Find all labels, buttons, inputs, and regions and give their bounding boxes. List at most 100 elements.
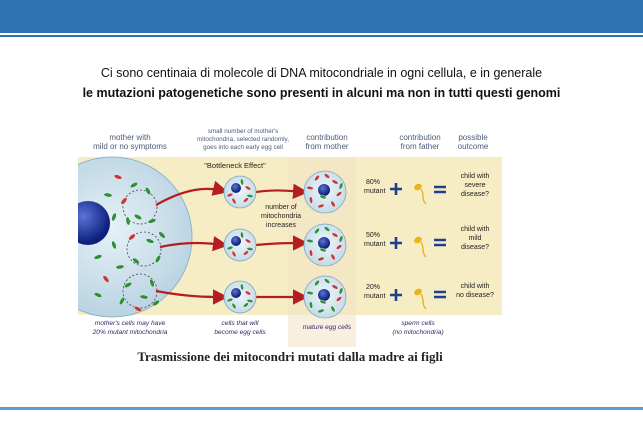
mature-egg-cell-middle (303, 223, 347, 267)
mutant-mitochondrion (335, 296, 343, 302)
mutant-mitochondrion (331, 179, 339, 185)
normal-mitochondrion (246, 194, 254, 198)
normal-mitochondrion (323, 226, 331, 232)
father-row-top (390, 183, 446, 205)
normal-mitochondrion (155, 255, 161, 263)
plus-icon (390, 237, 402, 249)
header-selection-3: goes into each early egg cell (203, 144, 283, 151)
normal-mitochondrion (314, 279, 320, 287)
normal-mitochondrion (132, 257, 140, 265)
normal-mitochondrion (145, 187, 151, 195)
normal-mitochondrion (103, 192, 113, 198)
mutant-mitochondrion (243, 197, 249, 203)
row3-mutant: mutant (364, 293, 385, 300)
normal-mitochondrion (119, 297, 125, 305)
mutant-mitochondrion (309, 196, 313, 204)
normal-mitochondrion (243, 302, 249, 308)
mutant-mitochondrion (317, 256, 325, 262)
row2-percent: 50% (366, 232, 380, 239)
header-rule (0, 35, 643, 37)
normal-mitochondrion (246, 247, 254, 251)
normal-mitochondrion (319, 194, 327, 200)
footer-mother-1: mother's cells may have (95, 320, 166, 327)
normal-mitochondrion (130, 182, 138, 188)
mutant-mitochondrion (244, 238, 252, 244)
row3-percent: 20% (366, 284, 380, 291)
figure-caption: Trasmissione dei mitocondri mutati dalla… (137, 349, 443, 364)
normal-mitochondrion (338, 235, 344, 243)
normal-mitochondrion (246, 299, 254, 303)
mature-egg-cell-bottom (303, 275, 347, 319)
sperm-icon (414, 288, 427, 310)
selection-circle-top (122, 189, 158, 225)
equals-icon (434, 185, 446, 194)
row1-outcome-1: child with (461, 173, 490, 180)
mutant-mitochondrion (309, 249, 313, 257)
father-row-bottom (390, 288, 446, 310)
header-mother-1: mother with (109, 133, 150, 142)
arrow-early-to-egg-middle (255, 235, 309, 251)
mutant-mitochondrion (102, 275, 110, 283)
mitochondria-inheritance-figure: mother with mild or no symptoms small nu… (78, 125, 502, 347)
mutant-mitochondrion (128, 233, 136, 241)
row2-outcome-1: child with (461, 226, 490, 233)
normal-mitochondrion (309, 301, 313, 309)
normal-mitochondrion (152, 299, 160, 307)
normal-mitochondrion (226, 297, 234, 303)
normal-mitochondrion (240, 231, 244, 239)
mutant-mitochondrion (317, 203, 325, 209)
normal-mitochondrion (240, 283, 244, 291)
header-contrib-father-1: contribution (399, 133, 440, 142)
normal-mitochondrion (139, 294, 149, 300)
footer-rule (0, 407, 643, 410)
increase-note-2: mitochondria (261, 213, 301, 220)
footer-sperm-2: (no mitochondria) (392, 329, 443, 336)
normal-mitochondrion (338, 287, 344, 295)
normal-mitochondrion (93, 292, 103, 298)
header-band (0, 0, 643, 33)
normal-mitochondrion (125, 216, 131, 226)
mutant-mitochondrion (134, 306, 142, 312)
row3-outcome-2: no disease? (456, 292, 494, 299)
row1-mutant: mutant (364, 188, 385, 195)
footer-mother-2: 20% mutant mitochondria (92, 329, 168, 336)
mutant-mitochondrion (231, 197, 237, 205)
early-egg-cell-top (223, 175, 257, 209)
header-contrib-father-2: from father (401, 142, 440, 151)
row1-outcome-2: severe (464, 182, 485, 189)
mutant-mitochondrion (331, 284, 339, 290)
mature-egg-cell-top (303, 170, 347, 214)
header-contrib-mother-2: from mother (305, 142, 348, 151)
normal-mitochondrion (134, 214, 142, 220)
normal-mitochondrion (338, 182, 344, 190)
row2-outcome-3: disease? (461, 244, 489, 251)
normal-mitochondrion (317, 308, 325, 314)
equals-icon (434, 238, 446, 247)
father-row-middle (390, 236, 446, 258)
normal-mitochondrion (330, 305, 336, 313)
mutant-mitochondrion (120, 197, 128, 205)
mutant-mitochondrion (335, 191, 343, 197)
mutant-mitochondrion (226, 192, 234, 198)
normal-mitochondrion (93, 254, 103, 260)
normal-mitochondrion (319, 299, 327, 305)
normal-mitochondrion (115, 264, 125, 270)
slide-text-line-1: Ci sono centinaia di molecole di DNA mit… (100, 66, 543, 80)
early-egg-cell-middle (223, 228, 257, 262)
normal-mitochondrion (306, 239, 314, 243)
mutant-mitochondrion (335, 244, 343, 250)
normal-mitochondrion (149, 278, 155, 288)
arrow-mother-to-early-bottom (155, 289, 229, 305)
header-mother-2: mild or no symptoms (93, 142, 167, 151)
mutant-mitochondrion (314, 174, 320, 182)
plus-icon (390, 183, 402, 195)
figure-svg: mother with mild or no symptoms small nu… (78, 125, 502, 347)
increase-note-3: increases (266, 222, 296, 229)
header-selection-2: mitochondria, selected randomly, (197, 136, 289, 143)
normal-mitochondrion (111, 212, 117, 222)
normal-mitochondrion (231, 302, 237, 310)
mother-nucleus (78, 201, 110, 245)
slide-text-line-2: le mutazioni patogenetiche sono presenti… (82, 86, 561, 100)
arrow-mother-to-early-top (155, 180, 229, 206)
equals-icon (434, 290, 446, 299)
